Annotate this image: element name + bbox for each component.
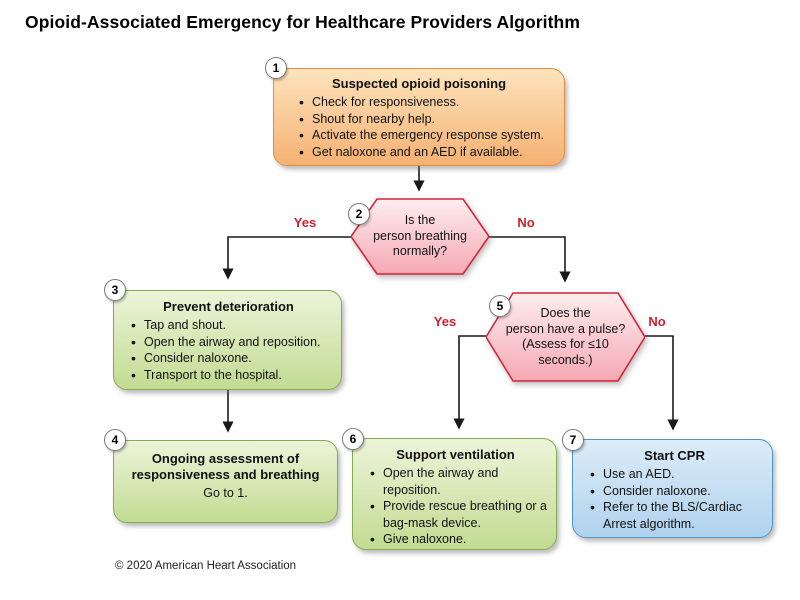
step4-heading: Ongoing assessment of responsiveness and… bbox=[131, 451, 320, 483]
list-item: Open the airway and reposition. bbox=[369, 464, 550, 498]
list-item: Check for responsiveness. bbox=[298, 93, 554, 111]
step2-breathing-decision-hexagon: Is the person breathing normally? bbox=[351, 198, 489, 275]
step7-bullet-list: Use an AED. Consider naloxone. Refer to … bbox=[589, 465, 768, 532]
step6-number-badge: 6 bbox=[342, 428, 364, 450]
step1-bullet-list: Check for responsiveness. Shout for near… bbox=[298, 93, 554, 161]
list-item: Tap and shout. bbox=[130, 316, 335, 334]
page-title: Opioid-Associated Emergency for Healthca… bbox=[25, 12, 580, 32]
step3-prevent-deterioration-box: Prevent deterioration Tap and shout. Ope… bbox=[113, 290, 342, 390]
list-item: Transport to the hospital. bbox=[130, 366, 335, 384]
step6-support-ventilation-box: Support ventilation Open the airway and … bbox=[352, 438, 557, 550]
step3-bullet-list: Tap and shout. Open the airway and repos… bbox=[130, 316, 335, 384]
step5-pulse-decision-hexagon: Does the person have a pulse? (Assess fo… bbox=[486, 292, 645, 382]
arrow-step5-yes-to-step6 bbox=[453, 335, 486, 430]
step5-yes-label: Yes bbox=[433, 314, 457, 329]
step7-start-cpr-box: Start CPR Use an AED. Consider naloxone.… bbox=[572, 439, 773, 538]
hexagon-shape bbox=[351, 198, 489, 275]
step6-heading: Support ventilation bbox=[396, 447, 515, 462]
step4-number-badge: 4 bbox=[104, 429, 126, 451]
step7-number-badge: 7 bbox=[562, 429, 584, 451]
list-item: Activate the emergency response system. bbox=[298, 126, 554, 144]
step2-number-badge: 2 bbox=[348, 203, 370, 225]
arrow-step2-yes-to-step3 bbox=[222, 236, 351, 280]
step4-go-to-note: Go to 1. bbox=[203, 485, 248, 500]
arrow-step5-no-to-step7 bbox=[645, 335, 679, 431]
step5-no-label: No bbox=[648, 314, 666, 329]
list-item: Refer to the BLS/Cardiac Arrest algorith… bbox=[589, 498, 768, 532]
step7-heading: Start CPR bbox=[644, 448, 705, 463]
step1-suspected-opioid-poisoning-box: Suspected opioid poisoning Check for res… bbox=[273, 68, 565, 166]
step5-number-badge: 5 bbox=[489, 295, 511, 317]
step4-ongoing-assessment-box: Ongoing assessment of responsiveness and… bbox=[113, 440, 338, 523]
arrow-step2-no-to-step5 bbox=[489, 236, 571, 283]
list-item: Consider naloxone. bbox=[589, 482, 768, 500]
list-item: Use an AED. bbox=[589, 465, 768, 483]
list-item: Give naloxone. bbox=[369, 530, 550, 548]
hexagon-shape bbox=[486, 292, 645, 382]
step2-yes-label: Yes bbox=[293, 215, 317, 230]
copyright-text: © 2020 American Heart Association bbox=[115, 560, 297, 572]
step1-number-badge: 1 bbox=[265, 57, 287, 79]
step2-question: Is the person breathing normally? bbox=[373, 213, 467, 259]
step5-question: Does the person have a pulse? (Assess fo… bbox=[505, 306, 626, 367]
list-item: Shout for nearby help. bbox=[298, 110, 554, 128]
list-item: Consider naloxone. bbox=[130, 349, 335, 367]
step3-number-badge: 3 bbox=[104, 279, 126, 301]
step2-no-label: No bbox=[517, 215, 535, 230]
list-item: Provide rescue breathing or a bag-mask d… bbox=[369, 497, 550, 531]
list-item: Get naloxone and an AED if available. bbox=[298, 143, 554, 161]
list-item: Open the airway and reposition. bbox=[130, 333, 335, 351]
step1-heading: Suspected opioid poisoning bbox=[331, 76, 507, 91]
step6-bullet-list: Open the airway and reposition. Provide … bbox=[369, 464, 550, 548]
step3-heading: Prevent deterioration bbox=[163, 299, 294, 314]
